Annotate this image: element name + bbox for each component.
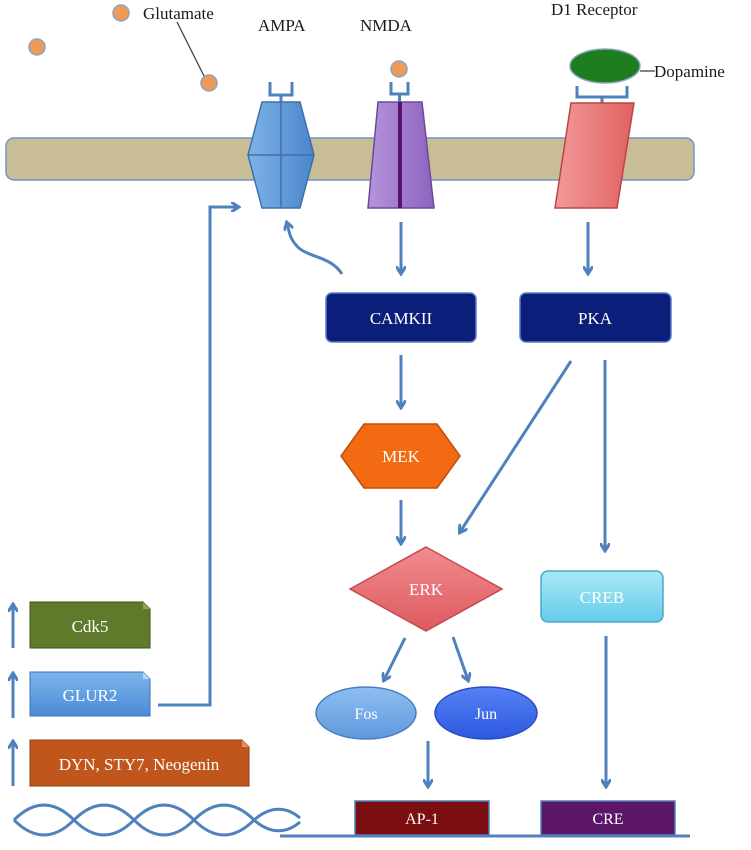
dyn-sty7-neogenin-label: DYN, STY7, Neogenin [59, 755, 220, 774]
glur2-box [29, 671, 151, 717]
glutamate-dot-icon [112, 4, 130, 22]
cell-membrane [5, 137, 695, 181]
arrow-erk-to-fos [384, 637, 407, 680]
arrow-erk-to-jun [451, 636, 468, 680]
glutamate-label: Glutamate [143, 4, 214, 23]
arrow-glur2-to-ampa [158, 207, 238, 707]
creb-label: CREB [580, 588, 624, 607]
dna-helix-icon [12, 803, 690, 838]
glutamate-dot-icon [390, 60, 408, 78]
cdk5-box [29, 601, 151, 649]
ampa-label: AMPA [258, 16, 306, 35]
d1-receptor [554, 102, 635, 209]
arrow-pka-to-erk [460, 360, 573, 532]
ampa-binding-site [268, 82, 294, 97]
pka-box [519, 292, 672, 343]
pka-label: PKA [578, 309, 613, 328]
nmda-label: NMDA [360, 16, 413, 35]
dopamine-molecule [569, 48, 641, 84]
jun-label: Jun [475, 706, 497, 723]
cre-label: CRE [592, 811, 623, 828]
glutamate-dot-icon [200, 74, 218, 92]
cre-box [540, 800, 676, 836]
erk-label: ERK [409, 580, 444, 599]
dopamine-label: Dopamine [654, 62, 725, 81]
glutamate-leader-line [176, 21, 205, 77]
d1-binding-site [575, 86, 629, 99]
camkii-label: CAMKII [370, 309, 433, 328]
jun-ellipse [434, 686, 538, 740]
arrow-camkii-to-ampa [287, 223, 344, 275]
cdk5-label: Cdk5 [72, 617, 109, 636]
fos-ellipse [315, 686, 417, 740]
mek-label: MEK [382, 447, 421, 466]
d1-receptor-label: D1 Receptor [551, 0, 638, 19]
glur2-label: GLUR2 [63, 686, 118, 705]
glutamate-dot-icon [28, 38, 46, 56]
erk-diamond [348, 546, 504, 632]
nmda-binding-site [389, 82, 410, 96]
camkii-box [325, 292, 477, 343]
creb-box [540, 570, 664, 623]
mek-hexagon [340, 423, 461, 489]
dyn-sty7-neogenin-box [29, 739, 250, 787]
fos-label: Fos [354, 706, 377, 723]
ap1-box [354, 800, 490, 836]
ap1-label: AP-1 [405, 811, 439, 828]
